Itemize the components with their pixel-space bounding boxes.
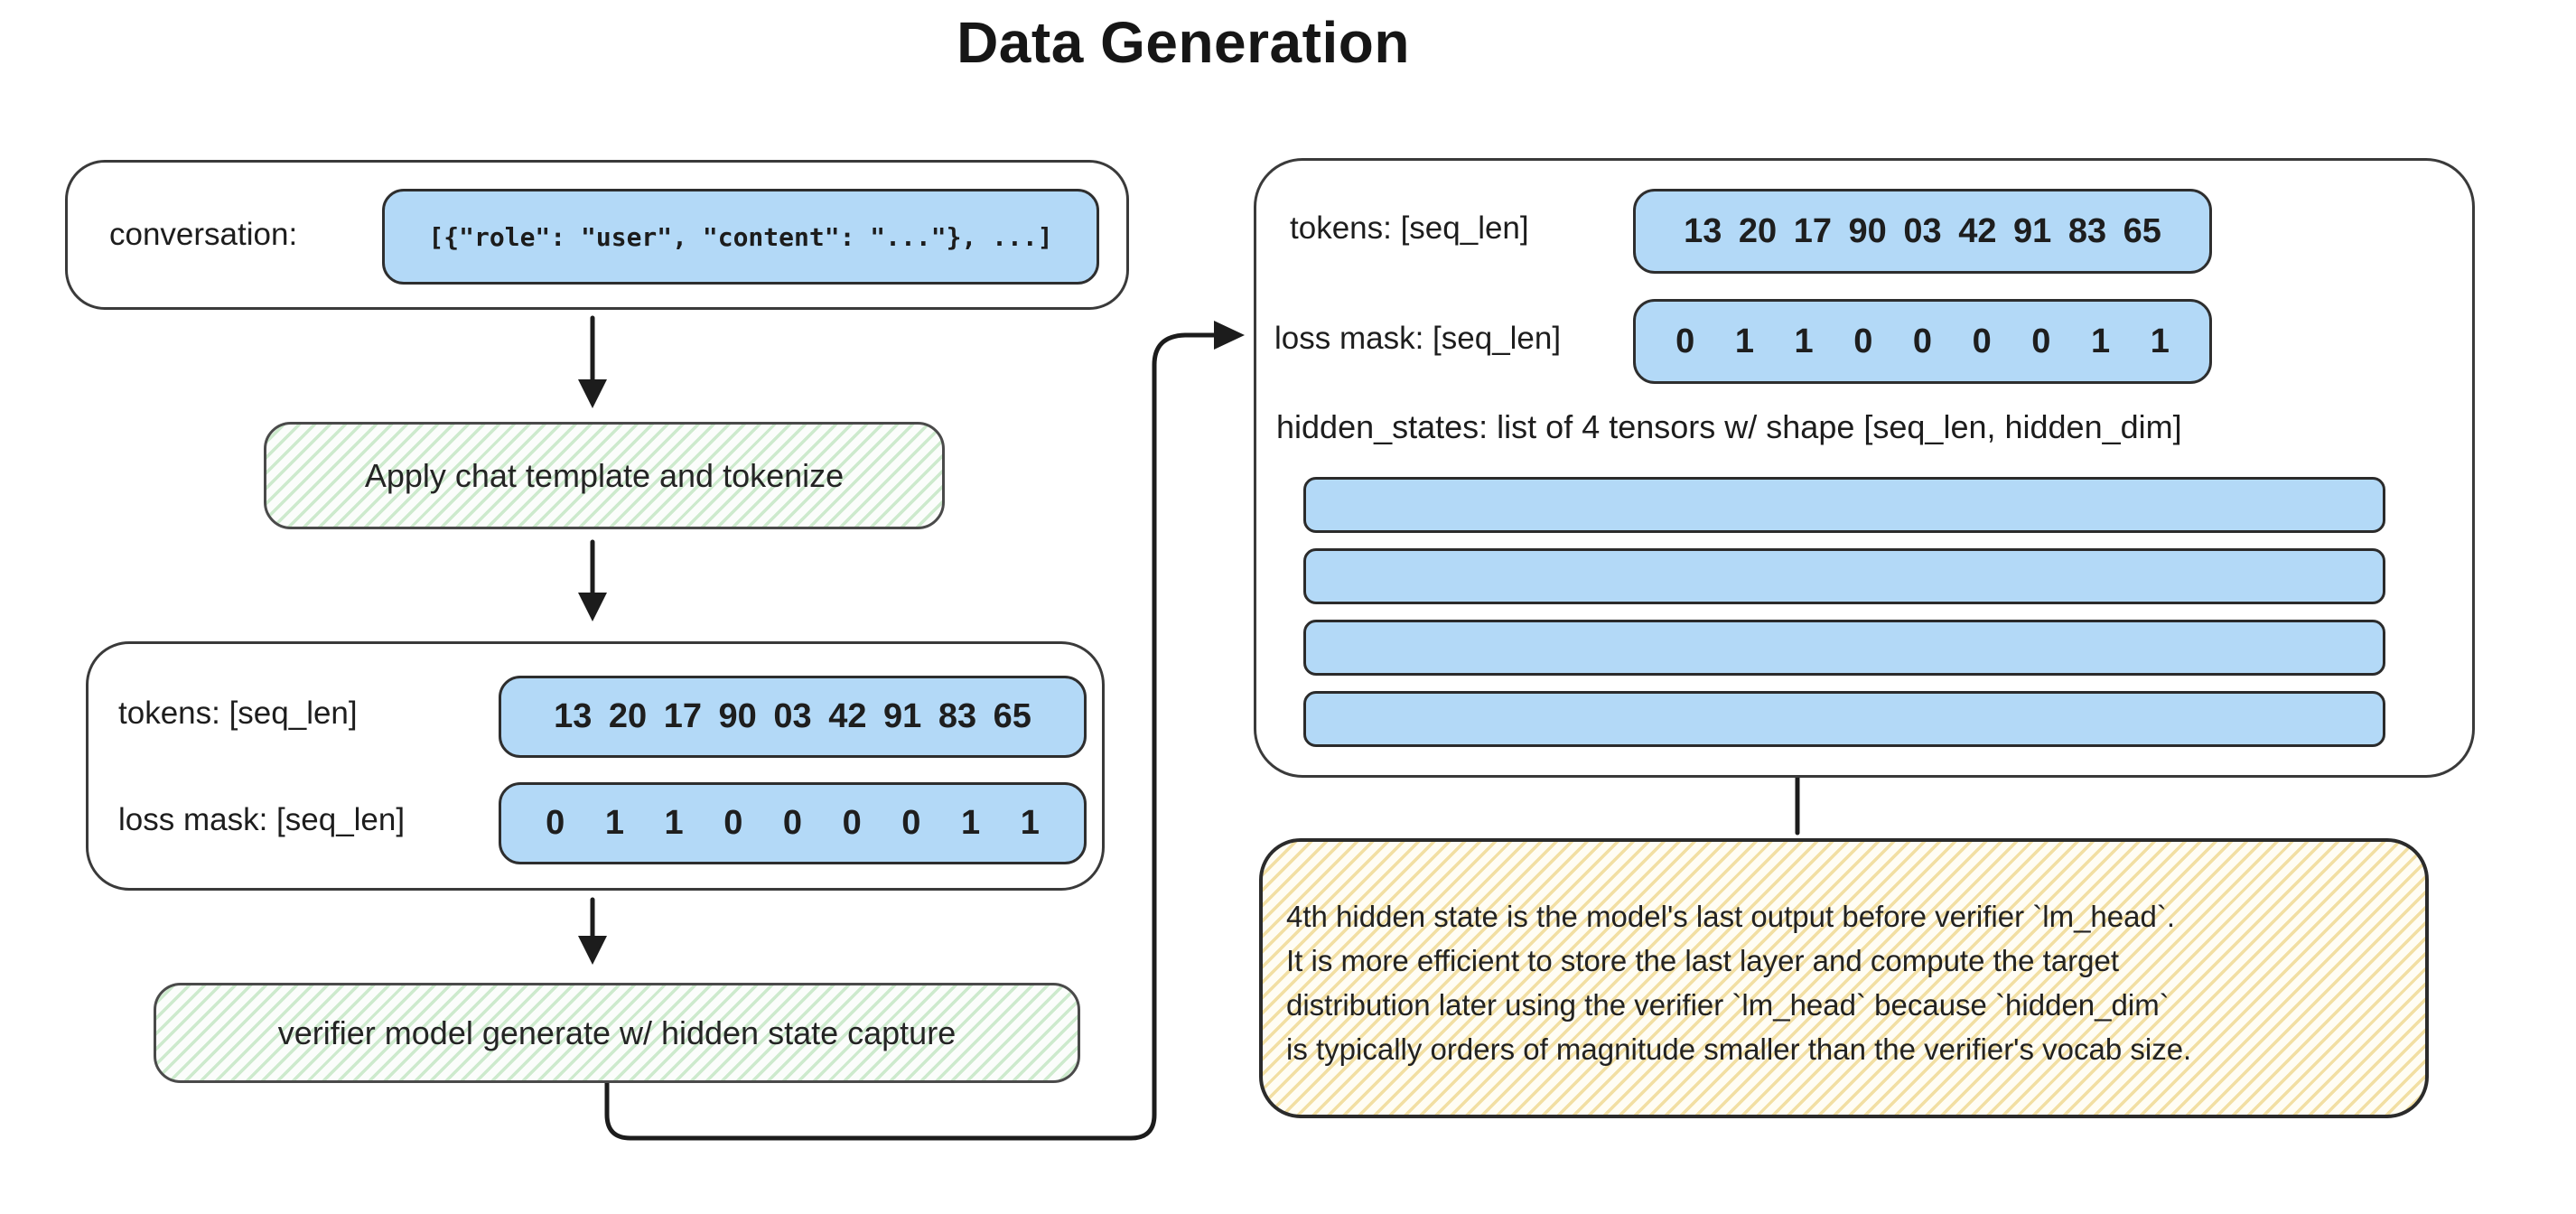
output-loss-mask-pill: 0 1 1 0 0 0 0 1 1 bbox=[1633, 299, 2212, 384]
output-tokens-pill: 13 20 17 90 03 42 91 83 65 bbox=[1633, 189, 2212, 274]
hidden-state-tensor-bar bbox=[1303, 477, 2385, 533]
arrowhead-generate-to-output bbox=[1214, 321, 1245, 350]
tokens-pill: 13 20 17 90 03 42 91 83 65 bbox=[499, 676, 1087, 758]
conversation-box: conversation: [{"role": "user", "content… bbox=[65, 160, 1129, 310]
tokens-values: 13 20 17 90 03 42 91 83 65 bbox=[554, 697, 1031, 735]
loss-mask-pill: 0 1 1 0 0 0 0 1 1 bbox=[499, 782, 1087, 864]
conversation-value: [{"role": "user", "content": "..."}, ...… bbox=[428, 221, 1053, 252]
step-verifier-generate: verifier model generate w/ hidden state … bbox=[154, 983, 1080, 1083]
step-apply-chat-template-label: Apply chat template and tokenize bbox=[364, 456, 845, 494]
arrowhead-template-to-tokens bbox=[578, 593, 607, 621]
loss-mask-values: 0 1 1 0 0 0 0 1 1 bbox=[546, 804, 1040, 842]
hidden-state-tensor-bar bbox=[1303, 620, 2385, 676]
arrowhead-conversation-to-template bbox=[578, 379, 607, 408]
note-line: is typically orders of magnitude smaller… bbox=[1286, 1032, 2192, 1066]
hidden-state-tensor-bar bbox=[1303, 548, 2385, 604]
tokens-label: tokens: [seq_len] bbox=[118, 696, 358, 731]
hidden-states-label: hidden_states: list of 4 tensors w/ shap… bbox=[1276, 408, 2182, 445]
hidden-state-tensor-bar bbox=[1303, 691, 2385, 747]
output-loss-mask-values: 0 1 1 0 0 0 0 1 1 bbox=[1675, 322, 2170, 360]
note-line: distribution later using the verifier `l… bbox=[1286, 988, 2170, 1022]
arrowhead-tokens-to-generate bbox=[578, 936, 607, 965]
output-loss-mask-label: loss mask: [seq_len] bbox=[1274, 321, 1562, 356]
conversation-value-pill: [{"role": "user", "content": "..."}, ...… bbox=[382, 189, 1099, 285]
tokens-lossmask-box: tokens: [seq_len] 13 20 17 90 03 42 91 8… bbox=[86, 641, 1105, 891]
note-box: 4th hidden state is the model's last out… bbox=[1259, 838, 2429, 1118]
output-box: tokens: [seq_len] 13 20 17 90 03 42 91 8… bbox=[1254, 158, 2475, 778]
loss-mask-label: loss mask: [seq_len] bbox=[118, 802, 406, 837]
conversation-label: conversation: bbox=[109, 217, 298, 252]
output-tokens-label: tokens: [seq_len] bbox=[1290, 210, 1529, 246]
note-line: 4th hidden state is the model's last out… bbox=[1286, 900, 2176, 933]
note-line: It is more efficient to store the last l… bbox=[1286, 944, 2120, 977]
output-tokens-values: 13 20 17 90 03 42 91 83 65 bbox=[1684, 211, 2161, 250]
hidden-states-bars bbox=[1303, 477, 2385, 747]
step-verifier-generate-label: verifier model generate w/ hidden state … bbox=[277, 1013, 957, 1051]
page-title: Data Generation bbox=[957, 10, 1410, 75]
step-apply-chat-template: Apply chat template and tokenize bbox=[264, 422, 945, 529]
